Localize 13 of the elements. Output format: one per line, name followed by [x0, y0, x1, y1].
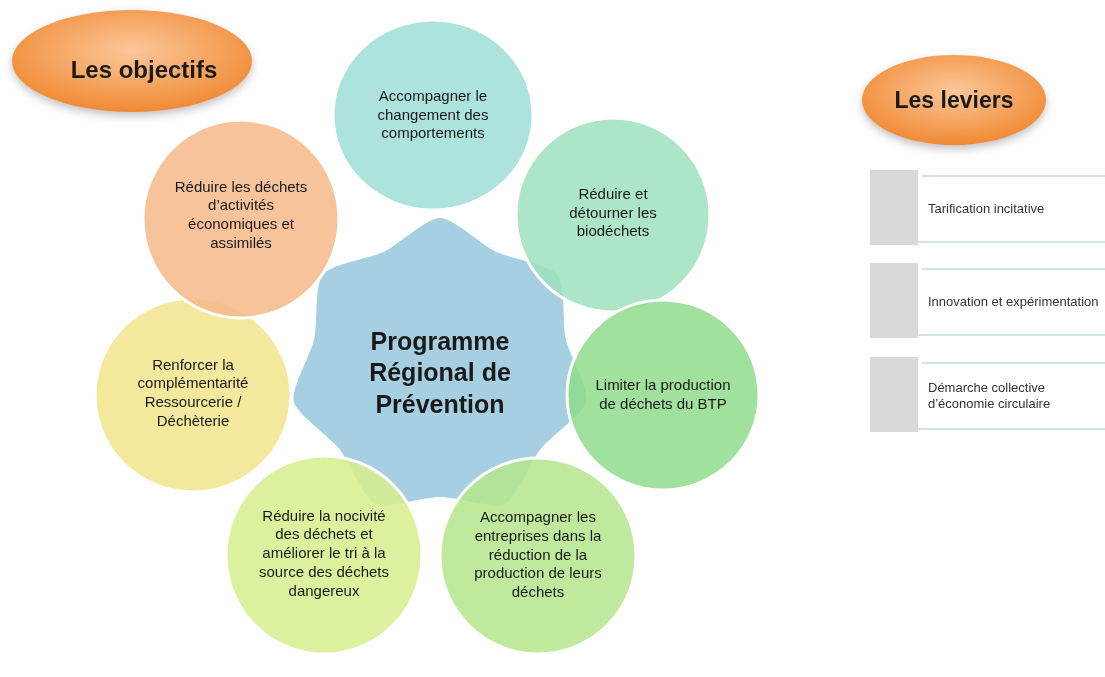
lever-text: Tarification incitative: [928, 200, 1045, 218]
goal-text: Réduire les déchets d’activités économiques et assimilés: [173, 177, 309, 253]
goal-text: Accompagner le changement des comportements: [376, 86, 490, 144]
center-title: Programme Régional de Prévention: [368, 326, 512, 420]
goal-text: Limiter la production de déchets du BTP: [594, 376, 732, 414]
heading-text: Les leviers: [894, 85, 1014, 115]
lever-text: Démarche collective d’économie circulaire: [928, 379, 1052, 413]
goal-text: Réduire et détourner les biodéchets: [568, 184, 658, 242]
goal-text: Accompagner les entreprises dans la réduction de la production de leurs déchets: [473, 508, 603, 602]
heading-text: Les objectifs: [70, 55, 218, 85]
lever-text: Innovation et expérimentation: [928, 293, 1099, 311]
goal-text: Renforcer la complémentarité Ressourcerie / Déchèterie: [136, 355, 250, 431]
goal-text: Réduire la nocivité des déchets et améliorer le tri à la source des déchets dangereux: [257, 506, 391, 601]
